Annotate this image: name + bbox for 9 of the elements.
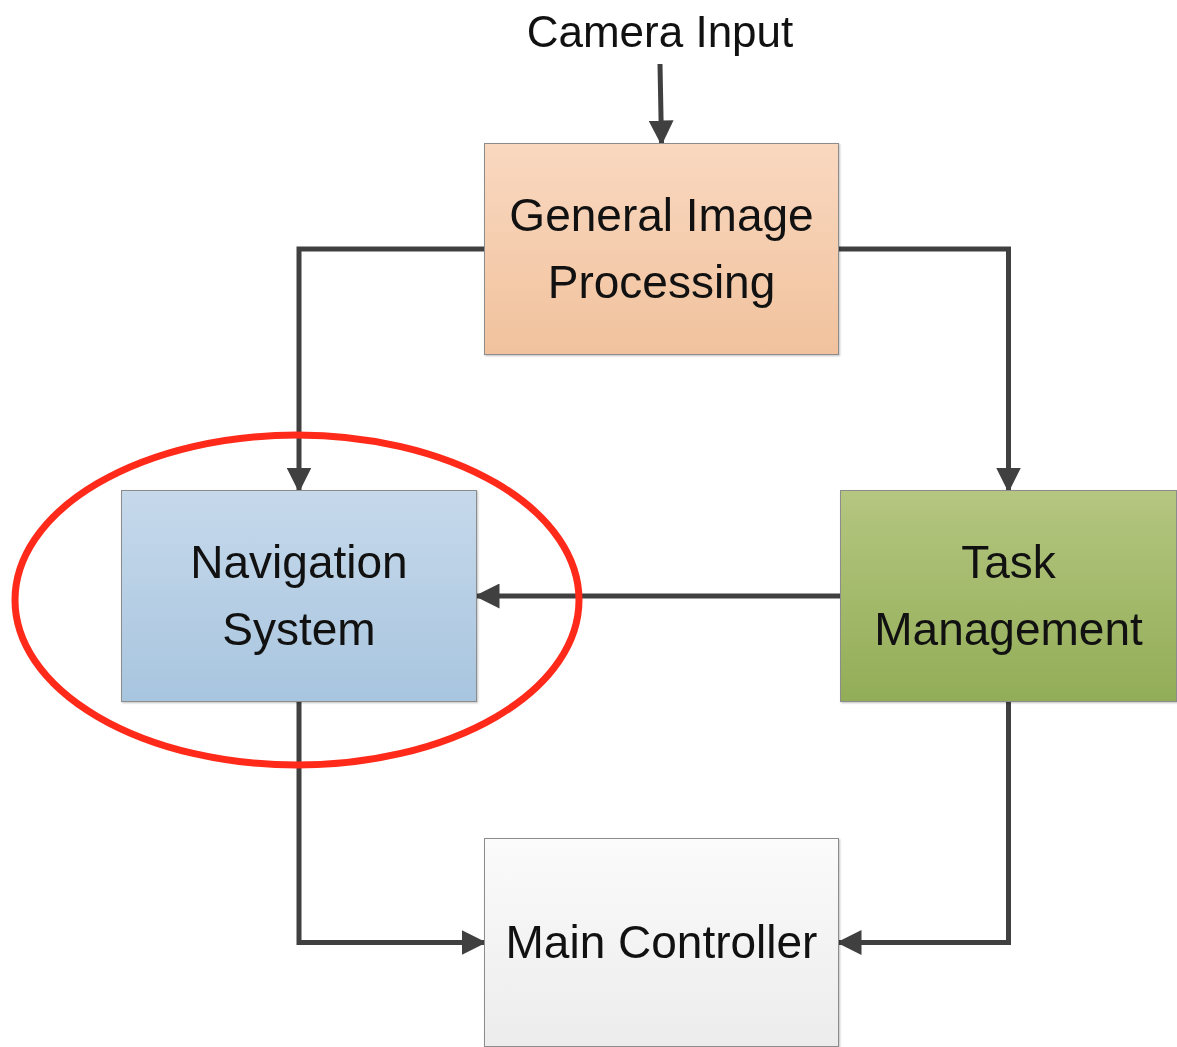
input-label: Camera Input [525,6,795,59]
process-box [121,490,477,702]
box-label: Navigation System [189,535,409,657]
box-label: Task Management [873,535,1144,657]
process-box [840,490,1177,702]
process-box [484,143,839,355]
box-label: Main Controller [504,915,819,971]
process-box [484,838,839,1047]
box-label: General Image Processing [508,188,815,310]
